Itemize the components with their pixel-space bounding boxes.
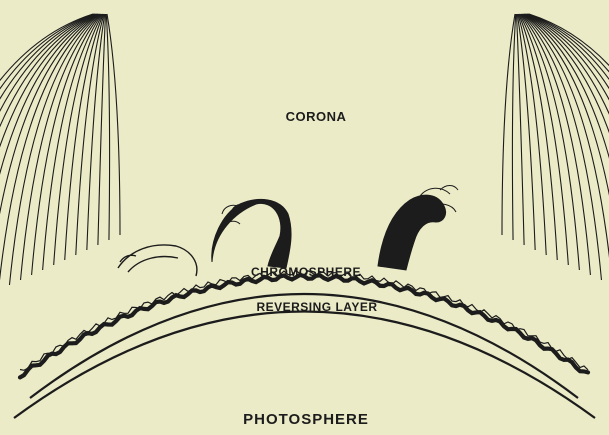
chromosphere-label: CHROMOSPHERE (251, 266, 361, 278)
corona-streamer-line (516, 14, 524, 245)
corona-streamer-line (0, 14, 94, 320)
reversing-layer-label: REVERSING LAYER (256, 301, 377, 313)
corona-streamer-line (512, 14, 515, 240)
corona-streamers-right (502, 14, 609, 330)
corona-streamer-line (0, 14, 95, 315)
corona-streamer-line (520, 14, 579, 270)
corona-label: CORONA (286, 110, 347, 123)
prominence-right (378, 195, 446, 270)
corona-streamer-line (43, 14, 102, 270)
corona-streamer-line (106, 14, 109, 240)
corona-streamers-left (0, 14, 120, 330)
chromosphere-band-texture (20, 271, 588, 371)
prominence-far-left-loop (118, 245, 197, 276)
corona-streamer-line (98, 14, 106, 245)
photosphere-label: PHOTOSPHERE (243, 412, 369, 427)
corona-streamer-line (0, 14, 97, 300)
corona-streamer-line (0, 14, 98, 295)
